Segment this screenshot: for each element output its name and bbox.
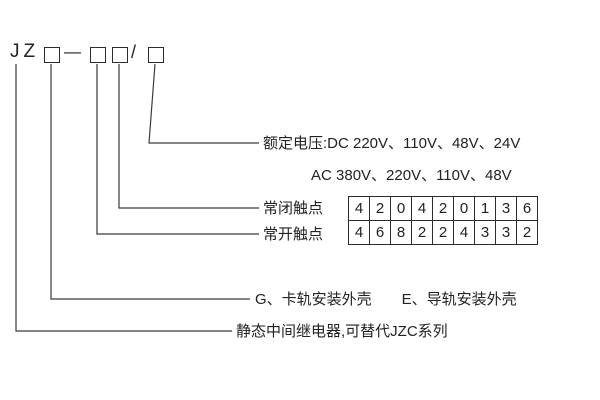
leader-line-series xyxy=(15,64,232,332)
contact-table-cell: 1 xyxy=(474,196,496,221)
contact-table-cell: 2 xyxy=(516,220,538,245)
contact-table-cell: 3 xyxy=(474,220,496,245)
contact-table-cell: 4 xyxy=(453,220,475,245)
contact-table-cell: 8 xyxy=(390,220,412,245)
contact-table-cell: 3 xyxy=(495,196,517,221)
model-box-nc-contact xyxy=(112,47,128,63)
contact-table-cell: 3 xyxy=(495,220,517,245)
contact-table-cell: 6 xyxy=(516,196,538,221)
nc-contact-label: 常闭触点 xyxy=(263,200,324,217)
leader-line-no-contact xyxy=(96,64,259,235)
rated-voltage-dc-label: 额定电压:DC 220V、110V、48V、24V xyxy=(263,135,521,152)
contact-table-cell: 2 xyxy=(432,196,454,221)
contact-table-cell: 4 xyxy=(348,220,370,245)
no-contact-label: 常开触点 xyxy=(263,226,324,243)
housing-g-label: G、卡轨安装外壳 xyxy=(255,291,372,308)
leader-line-housing xyxy=(50,64,250,300)
contact-table-cell: 4 xyxy=(348,196,370,221)
model-slash: / xyxy=(131,42,137,62)
contact-table-cell: 6 xyxy=(369,220,391,245)
contact-table-cell: 0 xyxy=(453,196,475,221)
leader-line-rated-voltage xyxy=(148,63,259,144)
leader-line-nc-contact xyxy=(118,64,259,209)
model-box-housing xyxy=(44,47,60,63)
model-box-no-contact xyxy=(90,47,106,63)
rated-voltage-ac-label: AC 380V、220V、110V、48V xyxy=(311,167,512,184)
contact-table-cell: 2 xyxy=(369,196,391,221)
contact-table-cell: 0 xyxy=(390,196,412,221)
model-box-voltage xyxy=(148,47,164,63)
housing-e-label: E、导轨安装外壳 xyxy=(401,291,517,308)
model-prefix: JZ xyxy=(10,41,40,62)
contact-table-cell: 2 xyxy=(432,220,454,245)
model-dash: — xyxy=(64,42,81,61)
housing-label: G、卡轨安装外壳 E、导轨安装外壳 xyxy=(255,291,517,308)
contact-table-cell: 4 xyxy=(411,196,433,221)
contact-table-cell: 2 xyxy=(411,220,433,245)
series-description-label: 静态中间继电器,可替代JZC系列 xyxy=(236,323,448,340)
